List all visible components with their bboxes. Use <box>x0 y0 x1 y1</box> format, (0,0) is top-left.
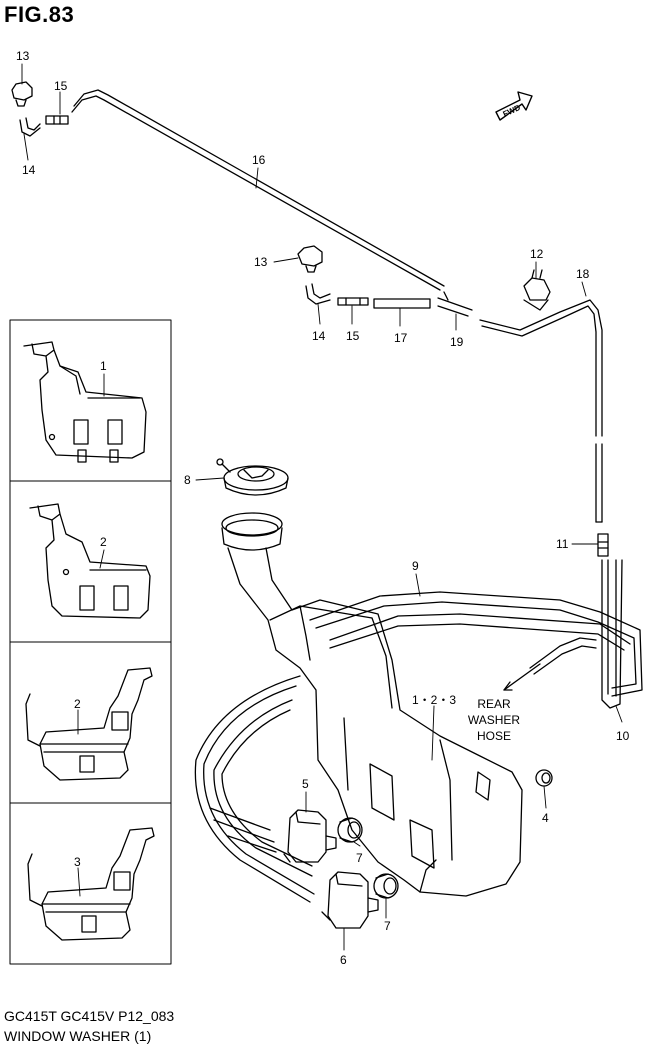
callout-variant-2b: 2 <box>74 697 81 711</box>
callout-9: 9 <box>412 559 419 573</box>
hose-18-drawing <box>479 299 603 523</box>
joint-11-drawing <box>597 533 609 557</box>
callout-11: 11 <box>556 537 569 551</box>
tank-hose-loops-drawing <box>194 675 315 903</box>
joint-19-drawing <box>437 291 473 317</box>
callout-13-lower: 13 <box>254 255 268 269</box>
callout-1-2-3: 1・2・3 <box>412 693 456 707</box>
callout-15-lower: 15 <box>346 329 360 343</box>
rear-hose-arrow-icon <box>503 663 541 691</box>
callout-8: 8 <box>184 473 191 487</box>
pump-6-drawing <box>321 871 379 929</box>
connector-15-upper-drawing <box>45 115 69 125</box>
callout-16: 16 <box>252 153 266 167</box>
rear-note-line-3: HOSE <box>477 729 511 743</box>
tank-variant-2-drawing <box>29 503 151 619</box>
fwd-arrow-icon: FWD <box>495 91 533 121</box>
callout-13-upper: 13 <box>16 49 30 63</box>
leader-lines <box>21 63 623 951</box>
fwd-label: FWD <box>501 103 522 119</box>
callout-7-lower: 7 <box>384 919 391 933</box>
figure-title: FIG.83 <box>4 2 75 27</box>
callout-variant-3: 3 <box>74 855 81 869</box>
callout-17: 17 <box>394 331 408 345</box>
callout-5: 5 <box>302 777 309 791</box>
callout-12: 12 <box>530 247 544 261</box>
callout-14-lower: 14 <box>312 329 326 343</box>
connector-15-lower-drawing <box>337 297 369 306</box>
tank-variant-1-drawing <box>23 341 147 463</box>
hose-16-drawing <box>71 89 445 291</box>
hose-10-drawing <box>601 559 623 709</box>
footer-caption: WINDOW WASHER (1) <box>4 1028 152 1044</box>
cap-8-drawing <box>216 458 289 496</box>
rear-note-line-2: WASHER <box>468 713 521 727</box>
tube-17-drawing <box>373 298 431 309</box>
callout-19: 19 <box>450 335 464 349</box>
callout-10: 10 <box>616 729 630 743</box>
nozzle-13-upper-drawing <box>11 81 33 107</box>
callout-labels: 13 15 14 16 13 14 15 17 19 12 18 11 9 10… <box>16 49 630 967</box>
clip-12-drawing <box>523 269 551 311</box>
callout-6: 6 <box>340 953 347 967</box>
callout-variant-1: 1 <box>100 359 107 373</box>
main-tank-drawing <box>221 512 523 897</box>
hose-14-lower-drawing <box>305 283 331 305</box>
variant-panels <box>9 319 172 965</box>
callout-18: 18 <box>576 267 590 281</box>
variant-panel-4 <box>9 802 172 965</box>
grommet-7-upper-drawing <box>337 817 363 843</box>
callout-variant-2: 2 <box>100 535 107 549</box>
grommet-4-drawing <box>535 769 553 787</box>
tank-variant-3-drawing <box>25 667 153 781</box>
pump-5-drawing <box>283 809 337 863</box>
tank-variant-4-drawing <box>27 827 155 941</box>
callout-7-upper: 7 <box>356 851 363 865</box>
nozzle-13-lower-drawing <box>297 245 323 273</box>
rear-washer-hose-note: REAR WASHER HOSE <box>468 697 521 743</box>
hose-9-drawing <box>309 591 643 697</box>
footer-models: GC415T GC415V P12_083 <box>4 1008 175 1024</box>
rear-note-line-1: REAR <box>477 697 511 711</box>
callout-14-upper: 14 <box>22 163 36 177</box>
callout-15-upper: 15 <box>54 79 68 93</box>
grommet-7-lower-drawing <box>373 873 399 899</box>
callout-4: 4 <box>542 811 549 825</box>
rear-washer-hose-drawing <box>529 637 597 675</box>
hose-14-upper-drawing <box>19 117 41 137</box>
